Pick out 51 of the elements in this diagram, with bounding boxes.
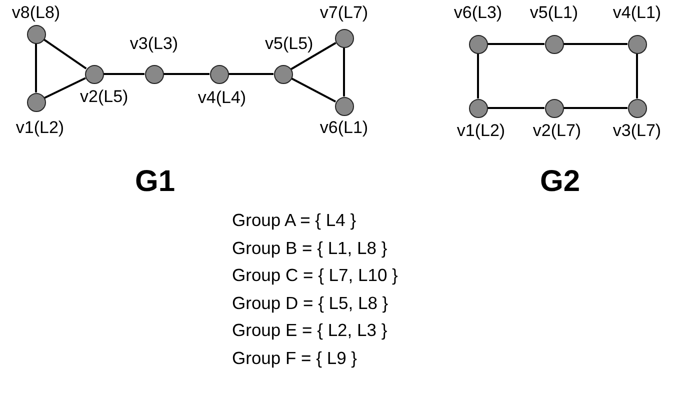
- vertex-label: v5(L5): [265, 35, 314, 53]
- graph-vertex: [544, 34, 564, 54]
- graph-vertex: [628, 98, 646, 118]
- graph-vertex: [628, 34, 646, 54]
- graph-edge: [343, 48, 345, 96]
- vertex-label: v7(L7): [320, 4, 368, 22]
- graph-edge: [488, 43, 544, 45]
- group-definition: Group B = { L1, L8 }: [232, 238, 388, 258]
- vertex-label: v1(L2): [16, 119, 64, 137]
- graph-edge: [290, 78, 336, 102]
- graph-edge: [488, 107, 544, 109]
- vertex-label: v2(L5): [80, 88, 128, 106]
- graph-vertex: [334, 96, 354, 116]
- graph-vertex: [468, 98, 488, 118]
- group-definition: Group C = { L7, L10 }: [232, 265, 398, 285]
- graph-vertex: [84, 64, 104, 84]
- graph-edge: [164, 73, 210, 75]
- graph-vertex: [334, 28, 354, 48]
- vertex-label: v6(L1): [320, 119, 368, 137]
- graph-vertex: [544, 98, 564, 118]
- group-definition: Group E = { L2, L3 }: [232, 320, 388, 340]
- graph-vertex: [144, 64, 164, 84]
- vertex-label: v8(L8): [12, 4, 60, 22]
- vertex-label: v2(L7): [532, 122, 582, 140]
- graph-vertex: [274, 64, 292, 84]
- graph-edge: [44, 77, 86, 99]
- graph-edge: [35, 44, 37, 92]
- graph-vertex: [210, 64, 228, 84]
- graph-title: G1: [134, 166, 176, 198]
- vertex-label: v5(L1): [530, 4, 578, 22]
- graph-edge: [228, 73, 274, 75]
- graph-vertex: [26, 24, 46, 44]
- graph-edge: [104, 73, 144, 75]
- group-definition: Group D = { L5, L8 }: [232, 292, 388, 312]
- graph-edge: [43, 38, 87, 70]
- group-definition: Group A = { L4 }: [232, 210, 356, 230]
- graph-vertex: [26, 92, 46, 112]
- vertex-label: v6(L3): [454, 4, 502, 22]
- vertex-label: v3(L3): [130, 35, 178, 53]
- group-definition: Group F = { L9 }: [232, 348, 358, 368]
- vertex-label: v1(L2): [456, 122, 506, 140]
- graph-title: G2: [540, 166, 580, 198]
- vertex-label: v3(L7): [612, 122, 662, 140]
- vertex-label: v4(L1): [612, 4, 662, 22]
- graph-edge: [564, 107, 628, 109]
- graph-edge: [564, 43, 628, 45]
- graph-vertex: [468, 34, 488, 54]
- graph-edge: [290, 42, 336, 70]
- graph-edge: [636, 54, 638, 98]
- vertex-label: v4(L4): [198, 89, 246, 107]
- graph-edge: [477, 54, 479, 98]
